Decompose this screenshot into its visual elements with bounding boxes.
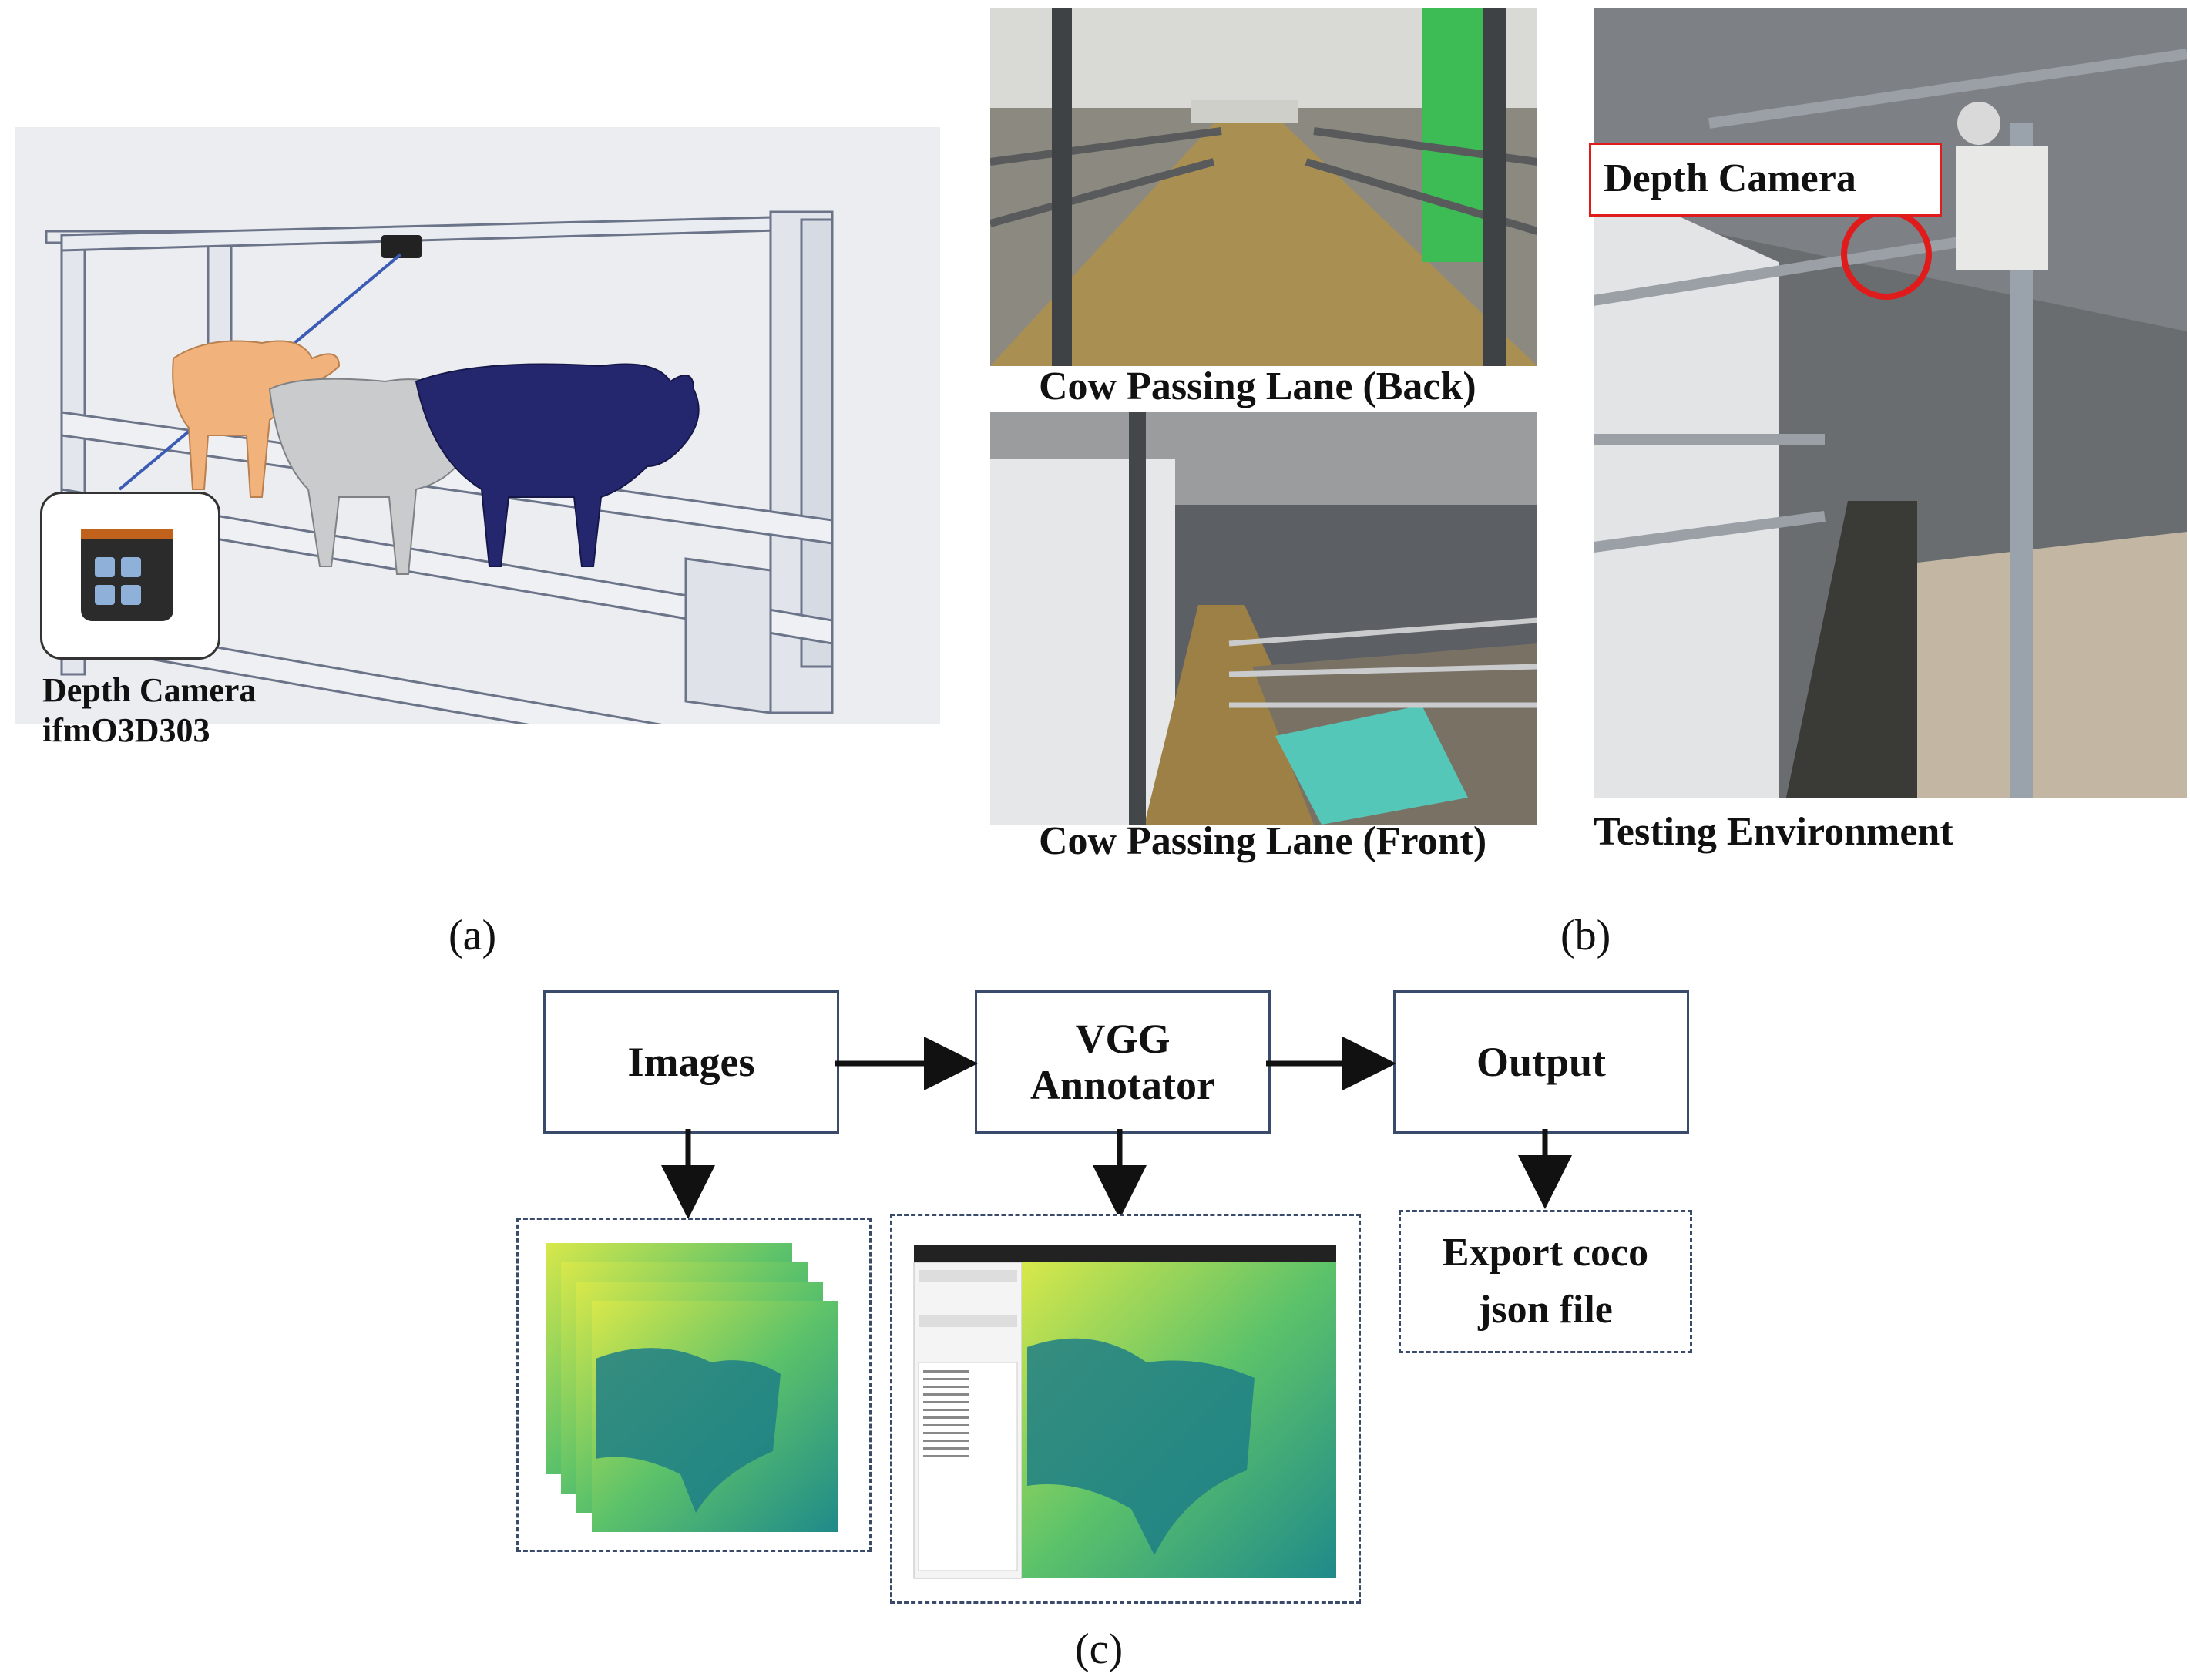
photo-lane-back bbox=[990, 8, 1537, 366]
subfigure-a-label: (a) bbox=[448, 912, 497, 959]
depth-image-stack bbox=[516, 1218, 872, 1552]
depth-camera-inset bbox=[40, 492, 220, 660]
output-box: Output bbox=[1393, 990, 1689, 1134]
depth-camera-icon bbox=[81, 529, 173, 621]
caption-lane-front: Cow Passing Lane (Front) bbox=[1039, 819, 1487, 863]
export-line2: json file bbox=[1478, 1288, 1613, 1332]
callout-text: Depth Camera bbox=[1604, 156, 1856, 200]
subfigure-c-label: (c) bbox=[1075, 1625, 1124, 1673]
export-coco-box: Export coco json file bbox=[1399, 1210, 1692, 1353]
vgg-line2: Annotator bbox=[1030, 1062, 1215, 1108]
vgg-annotator-screenshot bbox=[890, 1214, 1361, 1604]
camera-label-line1: Depth Camera bbox=[42, 671, 257, 709]
photo-testing-environment bbox=[1594, 8, 2187, 798]
camera-model-label: Depth Camera ifmO3D303 bbox=[42, 670, 256, 751]
vgg-line1: VGG bbox=[1075, 1016, 1171, 1062]
vgg-annotator-box: VGG Annotator bbox=[975, 990, 1271, 1134]
annotator-ui-mock bbox=[913, 1245, 1336, 1579]
camera-label-line2: ifmO3D303 bbox=[42, 711, 210, 749]
images-box: Images bbox=[543, 990, 839, 1134]
caption-lane-back: Cow Passing Lane (Back) bbox=[1039, 365, 1476, 408]
photo-lane-front bbox=[990, 412, 1537, 825]
export-line1: Export coco bbox=[1442, 1231, 1649, 1275]
depth-image-thumbnails bbox=[546, 1243, 838, 1532]
caption-testing-environment: Testing Environment bbox=[1594, 810, 1953, 854]
depth-camera-callout: Depth Camera bbox=[1589, 143, 1942, 217]
subfigure-b-label: (b) bbox=[1560, 912, 1611, 959]
